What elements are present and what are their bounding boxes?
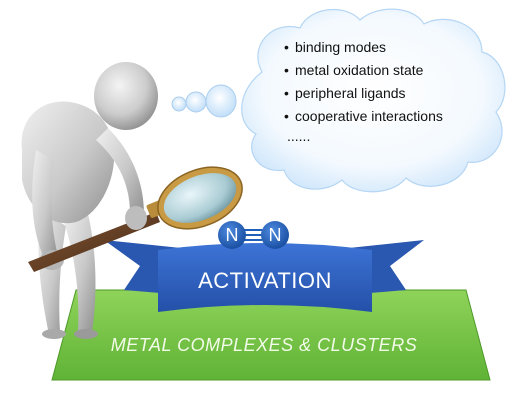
thought-item-cooperative-interactions: cooperative interactions [295, 108, 443, 124]
dinitrogen-molecule: N N [218, 221, 289, 249]
thought-bullet-1: • [284, 39, 289, 55]
thought-bullet-3: • [284, 85, 289, 101]
thought-cloud-shape [241, 8, 506, 193]
figure-back-arm [32, 150, 58, 258]
thought-puff-large [205, 84, 237, 118]
banner-label: ACTIVATION [198, 268, 332, 293]
banner-body [158, 243, 372, 312]
thought-bullet-4: • [284, 108, 289, 124]
thought-puffs [171, 84, 237, 118]
thought-item-binding-modes: binding modes [295, 39, 386, 55]
thought-puff-small [171, 96, 187, 112]
nitrogen-atom-right [261, 221, 289, 249]
thought-ellipsis: ...... [287, 128, 310, 144]
atom-right-label: N [269, 225, 282, 245]
figure-front-arm [96, 128, 144, 214]
person-with-magnifier-icon [21, 62, 243, 339]
figure-front-leg [62, 214, 96, 332]
figure-front-hand [125, 206, 147, 230]
magnifier-handle [28, 212, 160, 272]
platform: METAL COMPLEXES & CLUSTERS [51, 289, 491, 381]
figure-head [94, 62, 158, 130]
thought-item-oxidation-state: metal oxidation state [295, 62, 424, 78]
magnifier-lens [163, 173, 237, 223]
platform-label: METAL COMPLEXES & CLUSTERS [111, 335, 417, 355]
figure-foot-left [42, 329, 66, 339]
thought-cloud: • binding modes • metal oxidation state … [241, 8, 506, 193]
atom-left-label: N [226, 225, 239, 245]
figure-foot-right [74, 329, 98, 339]
thought-bullet-2: • [284, 62, 289, 78]
activation-banner: ACTIVATION [104, 240, 424, 312]
thought-item-peripheral-ligands: peripheral ligands [295, 85, 406, 101]
nitrogen-atom-left [218, 221, 246, 249]
thought-puff-medium [185, 91, 207, 113]
